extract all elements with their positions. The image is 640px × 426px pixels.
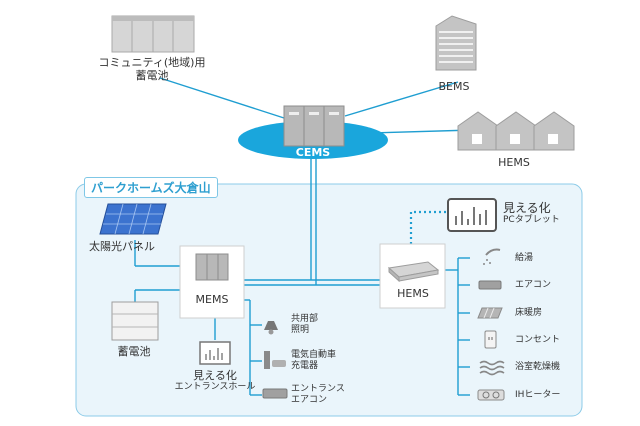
hems-device-floor-heating: 床暖房 — [515, 308, 543, 318]
area-title: パークホームズ大倉山 — [84, 177, 218, 198]
lamp-icon — [264, 321, 278, 335]
mems-label: MEMS — [195, 293, 229, 306]
ev-charger-icon — [264, 351, 286, 369]
hems-device-ih-heater: IHヒーター — [515, 390, 561, 400]
mems-device-lighting: 共用部照明 — [291, 314, 319, 335]
hems-device-air-conditioner: エアコン — [515, 280, 552, 290]
bath-dryer-icon — [479, 360, 505, 376]
hems-label: HEMS — [397, 287, 429, 300]
tablet-label: 見える化 PCタブレット — [503, 201, 560, 225]
hems-houses-icon — [457, 111, 575, 151]
solar-panel-label: 太陽光パネル — [89, 240, 155, 253]
community-battery-icon — [111, 15, 195, 53]
hall-display-label: 見える化 エントランスホール — [174, 369, 256, 392]
hems-device-bath-dryer: 浴室乾燥機 — [515, 362, 561, 372]
tablet-icon — [447, 198, 497, 232]
mems-device-ev-charger: 電気自動車充電器 — [291, 350, 337, 371]
shower-icon — [483, 248, 501, 265]
bems-label: BEMS — [438, 80, 470, 93]
community-battery-label: コミュニティ(地域)用 蓄電池 — [98, 56, 206, 82]
mems-server-icon — [195, 253, 229, 281]
hems-router-icon — [387, 261, 440, 283]
hems-device-outlet: コンセント — [515, 335, 561, 345]
hems-device-hot-water: 給湯 — [515, 253, 534, 263]
hems-air-conditioner-icon — [478, 280, 502, 290]
hems-top-label: HEMS — [498, 156, 530, 169]
mems-device-entrance-ac: エントランスエアコン — [291, 384, 345, 405]
outlet-icon — [484, 330, 497, 349]
wireless-link — [409, 210, 446, 244]
battery-label: 蓄電池 — [117, 345, 151, 358]
battery-cabinet-icon — [111, 301, 159, 341]
hall-display-icon — [199, 341, 231, 365]
cems-server-icon — [283, 105, 345, 147]
bems-building-icon — [435, 15, 477, 71]
solar-panel-icon — [99, 203, 167, 235]
floor-heating-icon — [477, 307, 503, 319]
ih-heater-icon — [477, 389, 505, 401]
cems-label: CEMS — [295, 146, 331, 159]
connection-lines — [134, 77, 474, 396]
air-conditioner-icon — [262, 388, 288, 399]
